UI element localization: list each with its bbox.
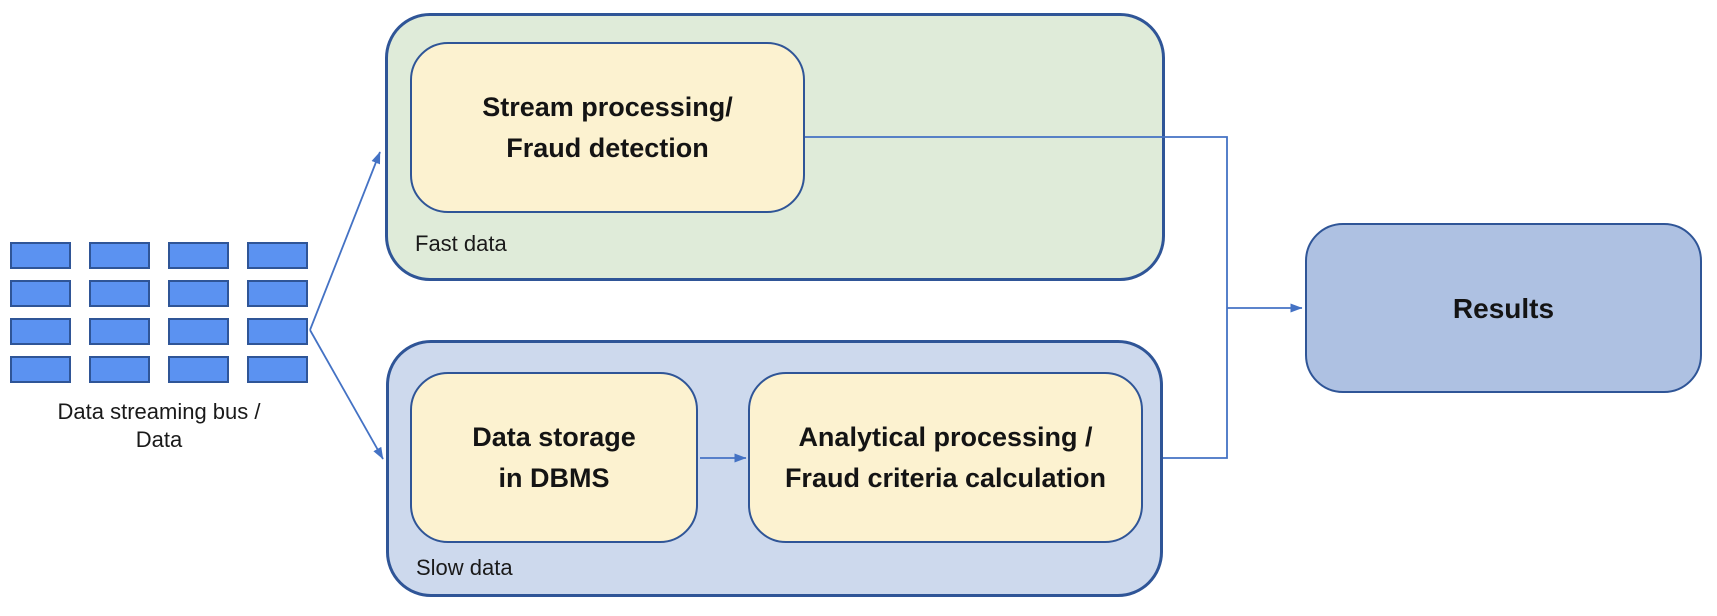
data-packet	[168, 318, 229, 345]
data-streaming-bus-label: Data streaming bus / Data	[57, 399, 261, 452]
data-packet	[10, 280, 71, 307]
data-packet	[247, 242, 308, 269]
data-packet	[247, 280, 308, 307]
data-packet	[10, 242, 71, 269]
slow-data-label: Slow data	[416, 555, 513, 580]
analytical-processing-node: Analytical processing / Fraud criteria c…	[748, 372, 1143, 543]
data-packet	[168, 356, 229, 383]
data-packet	[89, 242, 150, 269]
data-packet	[89, 356, 150, 383]
arrow-source-to-slow-lane	[309, 329, 384, 460]
data-packet	[10, 318, 71, 345]
data-packet	[168, 280, 229, 307]
arrow-source-to-fast-lane	[309, 151, 381, 331]
data-packet	[247, 318, 308, 345]
data-packet	[247, 356, 308, 383]
fast-data-label: Fast data	[415, 231, 507, 256]
data-packet	[89, 280, 150, 307]
data-packet	[10, 356, 71, 383]
results-node: Results	[1305, 223, 1702, 393]
stream-processing-node: Stream processing/ Fraud detection	[410, 42, 805, 213]
data-packet	[89, 318, 150, 345]
data-packet-grid	[10, 242, 308, 383]
data-packet	[168, 242, 229, 269]
data-storage-node: Data storage in DBMS	[410, 372, 698, 543]
